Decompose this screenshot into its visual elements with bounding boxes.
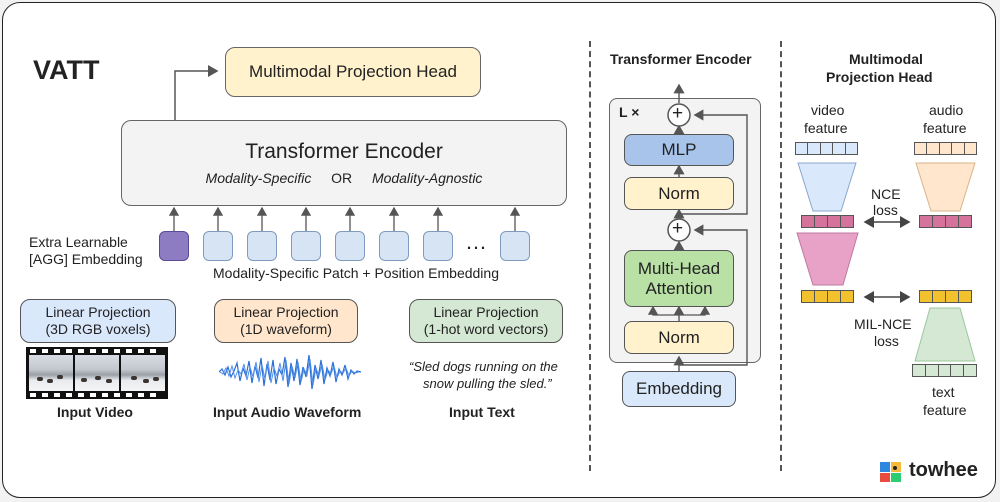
encoder-sub-or: OR: [331, 170, 353, 186]
mha-line2: Attention: [645, 278, 713, 298]
text-feature-line2: feature: [923, 402, 967, 418]
agg-label-line2: [AGG] Embedding: [29, 251, 143, 267]
audio-projected-vector: [919, 215, 972, 228]
encoder-sub-specific: Modality-Specific: [205, 170, 312, 186]
caption-input-audio: Input Audio Waveform: [213, 404, 362, 420]
encoder-detail-title: Transformer Encoder: [610, 51, 752, 67]
video-projected-vector: [801, 215, 854, 228]
mlp-label: MLP: [661, 140, 697, 159]
patch-token: [203, 231, 233, 261]
caption-input-text: Input Text: [449, 404, 515, 420]
audio-feature-line2: feature: [923, 120, 967, 136]
audio-waveform-image: [219, 354, 361, 390]
linear-projection-audio: Linear Projection (1D waveform): [214, 299, 358, 343]
patch-token: [247, 231, 277, 261]
nce-loss-line2: loss: [873, 202, 898, 218]
patch-token: [379, 231, 409, 261]
video-frame: [75, 355, 119, 391]
text-sample-line2: snow pulling the sled.”: [423, 376, 552, 391]
patch-token: [423, 231, 453, 261]
patch-embedding-label: Modality-Specific Patch + Position Embed…: [213, 265, 499, 281]
video-feature-line2: feature: [804, 120, 848, 136]
audio-feature-line1: audio: [929, 102, 964, 118]
projection-detail-title-line1: Multimodal: [849, 51, 923, 67]
separator-left: [589, 41, 591, 471]
text-projected-vector: [919, 290, 972, 303]
projection-detail-shapes: [796, 162, 976, 362]
caption-input-video: Input Video: [57, 404, 133, 420]
lp-audio-line2: (1D waveform): [240, 321, 332, 337]
text-sample-line1: “Sled dogs running on the: [409, 359, 558, 374]
lp-text-line2: (1-hot word vectors): [423, 321, 549, 337]
norm-block-top: Norm: [624, 177, 734, 210]
multi-head-attention-block: Multi-Head Attention: [624, 250, 734, 307]
residual-add-top: +: [672, 103, 684, 124]
vatt-title: VATT: [33, 55, 100, 85]
residual-add-bottom: +: [672, 218, 684, 239]
linear-projection-text: Linear Projection (1-hot word vectors): [409, 299, 563, 343]
video-frame: [29, 355, 73, 391]
multimodal-projection-head-box: Multimodal Projection Head: [225, 47, 481, 97]
video-filmstrip-image: [26, 347, 168, 399]
vatt-connectors: [168, 65, 521, 231]
encoder-title: Transformer Encoder: [245, 140, 443, 163]
norm-top-label: Norm: [658, 183, 700, 203]
video-feature-line1: video: [811, 102, 845, 118]
brand-name: towhee: [909, 459, 978, 481]
lp-text-line1: Linear Projection: [433, 304, 539, 320]
video-frame: [121, 355, 165, 391]
patch-token: [500, 231, 530, 261]
projection-head-label: Multimodal Projection Head: [249, 62, 457, 81]
audio-feature-vector: [914, 142, 978, 155]
patch-token: [335, 231, 365, 261]
norm-block-bottom: Norm: [624, 321, 734, 354]
projection-detail-title-line2: Projection Head: [826, 69, 933, 85]
encoder-detail-connectors: [647, 83, 748, 371]
norm-bottom-label: Norm: [658, 327, 700, 347]
separator-right: [780, 41, 782, 471]
nce-loss-line1: NCE: [871, 186, 901, 202]
embedding-label: Embedding: [635, 379, 722, 398]
text-feature-line1: text: [932, 384, 955, 400]
patch-token: [291, 231, 321, 261]
encoder-sub-agnostic: Modality-Agnostic: [371, 170, 483, 186]
patch-ellipsis: …: [465, 229, 487, 254]
lp-audio-line1: Linear Projection: [233, 304, 339, 320]
video-second-projected-vector: [801, 290, 854, 303]
agg-embedding-token: [159, 231, 189, 261]
mha-line1: Multi-Head: [637, 258, 721, 278]
film-sprocket-holes: [30, 349, 156, 397]
linear-projection-video: Linear Projection (3D RGB voxels): [20, 299, 176, 343]
milnce-loss-line2: loss: [874, 333, 899, 349]
towhee-bird-icon: [880, 462, 901, 482]
lp-video-line2: (3D RGB voxels): [45, 321, 151, 337]
layer-repeat-label: L ×: [619, 104, 640, 120]
milnce-loss-line1: MIL-NCE: [854, 316, 912, 332]
text-feature-vector: [912, 364, 977, 377]
mlp-block: MLP: [624, 134, 734, 166]
agg-label-line1: Extra Learnable: [29, 234, 128, 250]
towhee-logo: towhee: [879, 459, 987, 484]
video-feature-vector: [795, 142, 859, 155]
encoder-subtitle: Modality-Specific OR Modality-Agnostic: [206, 170, 483, 186]
lp-video-line1: Linear Projection: [45, 304, 151, 320]
embedding-block: Embedding: [622, 371, 736, 407]
transformer-encoder-box: Transformer Encoder Modality-Specific OR…: [121, 120, 567, 206]
